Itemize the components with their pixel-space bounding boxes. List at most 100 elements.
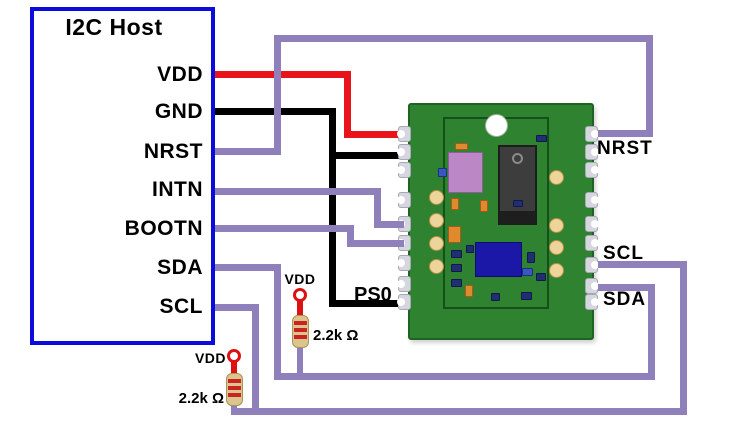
host-pin-scl: SCL	[159, 295, 203, 318]
gold-pad	[549, 240, 564, 255]
ps0-label: PS0	[354, 284, 392, 306]
wire-segment	[648, 284, 655, 380]
wire-segment	[347, 240, 404, 247]
smd-component	[491, 293, 500, 301]
blue-ic-chip	[475, 242, 522, 277]
resistor-lead	[297, 346, 303, 376]
smd-component	[451, 264, 462, 272]
wire-segment	[598, 261, 687, 268]
smd-component	[527, 252, 535, 263]
wire-segment	[215, 188, 381, 195]
wire-segment	[215, 71, 351, 78]
smd-component	[438, 168, 447, 177]
gold-pad	[429, 259, 444, 274]
wire-segment	[329, 108, 336, 307]
host-pin-intn: INTN	[152, 178, 203, 201]
smd-component	[521, 292, 532, 300]
wire-segment	[215, 264, 281, 271]
wire-segment	[598, 284, 655, 291]
castellated-pad	[397, 126, 411, 142]
resistor-band	[228, 379, 241, 383]
smd-component	[451, 198, 459, 210]
gold-pad	[549, 218, 564, 233]
chip-edge-strip	[500, 211, 535, 223]
resistor-band	[294, 321, 307, 325]
resistor-band	[294, 335, 307, 339]
smd-component	[455, 143, 468, 150]
gold-pad	[429, 190, 444, 205]
resistor-stem	[297, 301, 303, 317]
wire-segment	[215, 225, 354, 232]
smd-component	[513, 200, 523, 207]
castellated-pad	[397, 294, 411, 310]
resistor-value-label: 2.2k Ω	[313, 327, 359, 344]
wire-segment	[274, 35, 653, 42]
module-pin-label-sda: SDA	[603, 289, 647, 310]
smd-component	[448, 226, 461, 243]
smd-component	[536, 135, 547, 142]
resistor-band	[228, 386, 241, 390]
module-pin-label-nrst: NRST	[597, 138, 653, 159]
purple-ic-chip	[448, 152, 483, 193]
vdd-terminal-icon	[293, 288, 307, 302]
host-pin-nrst: NRST	[143, 140, 203, 163]
smd-component	[480, 200, 488, 212]
castellated-pad	[585, 126, 599, 142]
wire-segment	[374, 188, 381, 228]
wire-segment	[344, 131, 404, 138]
wire-segment	[598, 130, 653, 137]
ps0-wire-segment	[329, 300, 404, 307]
smd-component	[522, 268, 533, 276]
resistor-icon	[292, 315, 309, 348]
resistor-band	[294, 328, 307, 332]
host-title: I2C Host	[65, 14, 163, 40]
castellated-pad	[397, 144, 411, 160]
smd-component	[466, 245, 474, 253]
castellated-pad	[585, 162, 599, 178]
wire-segment	[215, 304, 259, 311]
host-pin-vdd: VDD	[157, 63, 203, 86]
castellated-pad	[585, 294, 599, 310]
resistor-icon	[226, 373, 243, 406]
smd-component	[451, 279, 462, 287]
smd-component	[451, 250, 462, 258]
smd-component	[465, 285, 473, 297]
wire-segment	[274, 264, 281, 380]
castellated-pad	[397, 162, 411, 178]
resistor-band	[228, 393, 241, 397]
i2c-host-box	[30, 7, 215, 345]
wire-segment	[646, 35, 653, 137]
wire-segment	[344, 71, 351, 138]
module-pin-label-scl: SCL	[603, 243, 644, 264]
vdd-label: VDD	[284, 271, 316, 287]
castellated-pad	[585, 278, 599, 294]
castellated-pad	[397, 255, 411, 271]
wire-segment	[231, 408, 687, 415]
gold-pad	[549, 263, 564, 278]
wire-segment	[374, 221, 404, 228]
resistor-value-label: 2.2k Ω	[178, 390, 224, 407]
wire-segment	[215, 148, 281, 155]
mounting-hole	[485, 114, 508, 137]
castellated-pad	[397, 276, 411, 292]
wire-segment	[252, 304, 259, 415]
castellated-pad	[585, 144, 599, 160]
vdd-terminal-icon	[227, 349, 241, 363]
castellated-pad	[585, 192, 599, 208]
castellated-pad	[585, 257, 599, 273]
wire-segment	[274, 35, 281, 155]
wire-segment	[680, 261, 687, 415]
host-pin-gnd: GND	[154, 100, 203, 123]
gold-pad	[429, 213, 444, 228]
resistor-stem	[231, 362, 237, 375]
wire-segment	[347, 225, 354, 247]
chip-pin1-marker-icon	[512, 153, 523, 164]
castellated-pad	[585, 235, 599, 251]
host-pin-bootn: BOOTN	[124, 217, 203, 240]
host-pin-sda: SDA	[157, 256, 203, 279]
smd-component	[536, 273, 546, 281]
wire-segment	[329, 152, 404, 159]
gold-pad	[549, 170, 564, 185]
castellated-pad	[585, 216, 599, 232]
